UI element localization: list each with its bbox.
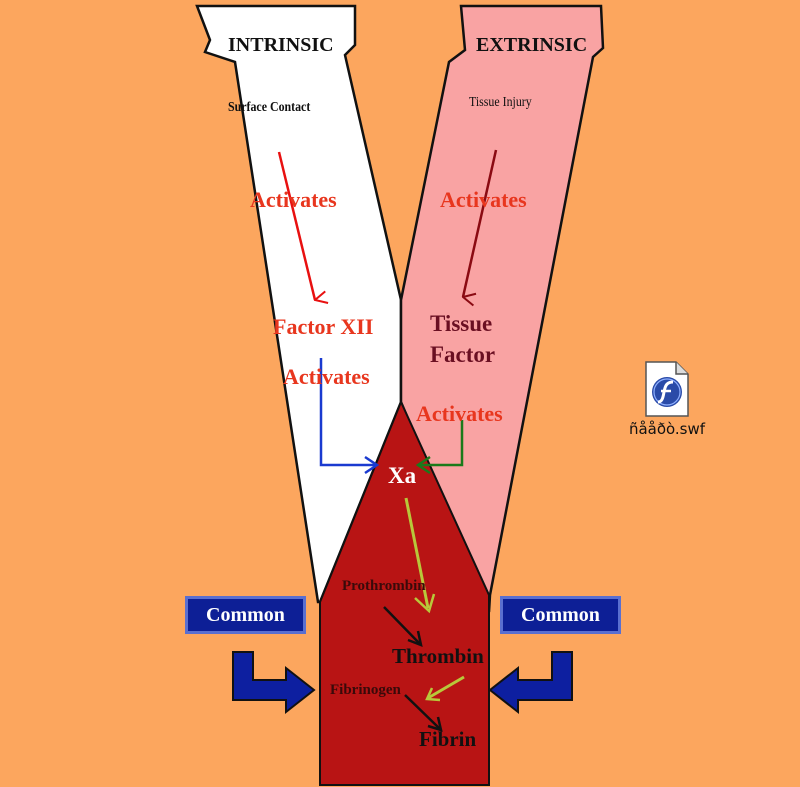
tissue-factor-line2: Factor bbox=[430, 342, 496, 367]
extrinsic-activation-arrow bbox=[463, 149, 498, 297]
prothrombin-to-thrombin-arrow bbox=[383, 606, 421, 645]
xa-to-prothrombin-arrow bbox=[404, 497, 430, 609]
thrombin-to-fibrinogen-arrow bbox=[427, 675, 465, 700]
left-common-arrow bbox=[232, 651, 316, 715]
intrinsic-activates-2: Activates bbox=[283, 364, 370, 389]
fibrinogen-to-fibrin-arrowhead bbox=[427, 716, 443, 732]
fibrinogen-label: Fibrinogen bbox=[330, 682, 401, 698]
xa-to-prothrombin-arrowhead bbox=[414, 593, 436, 614]
intrinsic-title: INTRINSIC bbox=[228, 34, 334, 56]
xa-label: Xa bbox=[388, 463, 417, 488]
factor-xii-label: Factor XII bbox=[273, 314, 374, 339]
extrinsic-activates-1: Activates bbox=[440, 187, 527, 212]
common-box-right-label: Common bbox=[521, 603, 600, 626]
factor-xii-to-xa-arrowhead bbox=[364, 455, 380, 475]
intrinsic-activates-1: Activates bbox=[250, 187, 337, 212]
tissue-factor-to-xa-arrow bbox=[418, 420, 464, 467]
right-common-arrow bbox=[488, 651, 573, 715]
prothrombin-to-thrombin-arrowhead bbox=[407, 630, 423, 647]
factor-xii-to-xa-arrow bbox=[319, 358, 377, 467]
extrinsic-trigger: Tissue Injury bbox=[469, 95, 532, 110]
common-box-right: Common bbox=[500, 596, 621, 634]
extrinsic-activates-2: Activates bbox=[416, 401, 503, 426]
fibrinogen-to-fibrin-arrow bbox=[404, 694, 441, 730]
thrombin-label: Thrombin bbox=[392, 644, 484, 668]
intrinsic-trigger: Surface Contact bbox=[228, 100, 311, 115]
tissue-factor-to-xa-arrowhead bbox=[415, 455, 431, 475]
prothrombin-label: Prothrombin bbox=[342, 578, 426, 594]
thrombin-to-fibrinogen-arrowhead bbox=[425, 687, 441, 702]
common-pathway bbox=[319, 399, 490, 786]
common-box-left-label: Common bbox=[206, 603, 285, 626]
swf-file[interactable]: ñååðò.swf bbox=[612, 360, 722, 438]
file-name-label: ñååðò.swf bbox=[628, 420, 706, 438]
intrinsic-activation-arrow bbox=[277, 151, 315, 300]
flash-file-icon bbox=[645, 361, 689, 417]
common-box-left: Common bbox=[185, 596, 306, 634]
fibrin-label: Fibrin bbox=[419, 727, 477, 751]
tissue-factor-line1: Tissue bbox=[430, 311, 493, 336]
extrinsic-title: EXTRINSIC bbox=[476, 34, 588, 56]
